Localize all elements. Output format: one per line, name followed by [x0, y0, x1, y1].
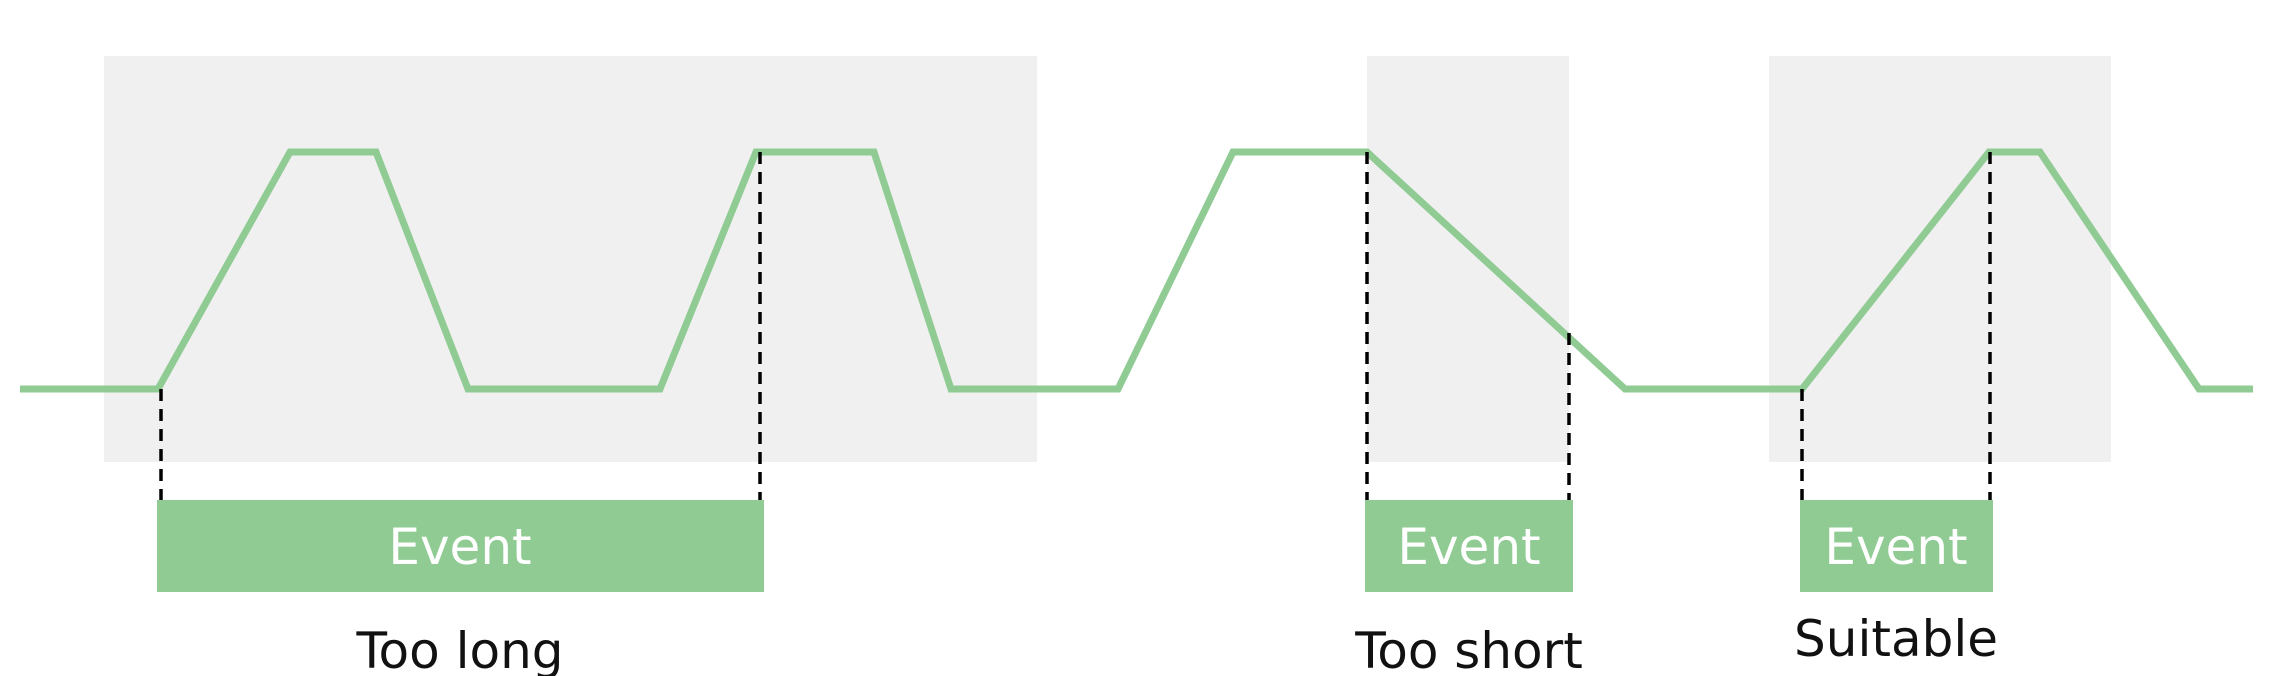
event-label-too-short: Event [1397, 518, 1540, 576]
event-box-suitable [1800, 500, 1993, 592]
event-too-long: Event [157, 500, 764, 592]
event-label-suitable: Event [1824, 518, 1967, 576]
caption-too-long: Too long [355, 622, 563, 676]
event-box-too-long [157, 500, 764, 592]
event-box-too-short [1365, 500, 1573, 592]
event-suitable: Event [1800, 500, 1993, 592]
signal-waveform [20, 148, 2253, 393]
event-label-too-long: Event [388, 518, 531, 576]
window-too-long [104, 56, 1037, 462]
window-suitable [1769, 56, 2111, 462]
window-too-short [1367, 56, 1569, 462]
caption-suitable: Suitable [1794, 610, 1998, 668]
event-too-short: Event [1365, 500, 1573, 592]
caption-too-short: Too short [1354, 622, 1583, 676]
